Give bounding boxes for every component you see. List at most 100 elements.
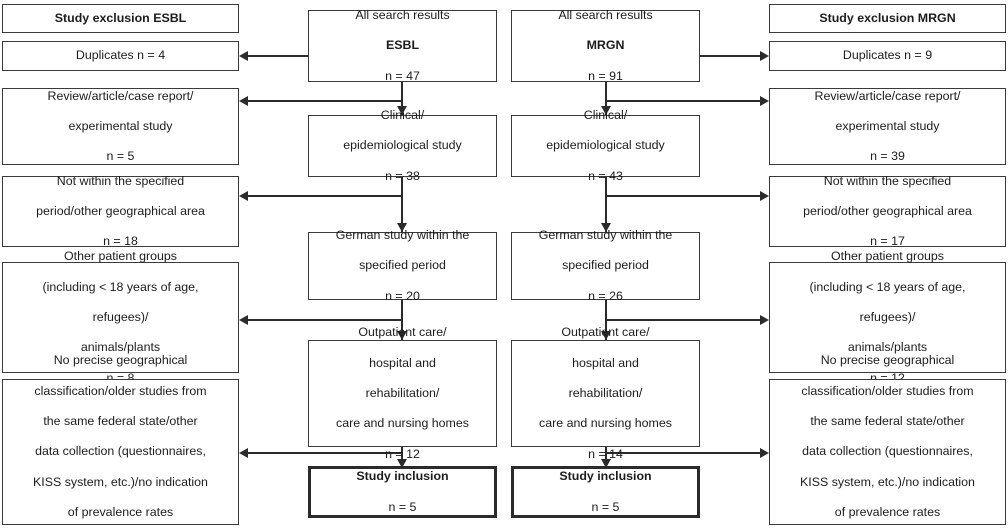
mrgn-exclusion-duplicates: Duplicates n = 9 xyxy=(769,41,1006,71)
esbl-exclusion-no-precise-classification: No precise geographical classification/o… xyxy=(2,353,239,525)
connector-mrgn-no-precise-classification xyxy=(605,452,760,454)
esbl-exclusion-not-within-period: Not within the specified period/other ge… xyxy=(2,173,239,248)
esbl-exclusion-other-patient-groups-line4: animals/plants xyxy=(80,340,161,355)
mrgn-exclusion-other-patient-groups-line4: animals/plants xyxy=(847,340,928,355)
connector-mrgn-setting-to-inclusion xyxy=(605,447,607,469)
arrowhead-esbl-inclusion xyxy=(396,459,407,468)
mrgn-clinical-line3: n = 43 xyxy=(588,168,623,183)
connector-mrgn-not-within-period xyxy=(605,195,760,197)
esbl-exclusion-not-within-period-line1: Not within the specified xyxy=(56,173,185,188)
mrgn-exclusion-other-patient-groups-line2: (including < 18 years of age, xyxy=(809,279,966,294)
arrowhead-esbl-german xyxy=(396,223,407,232)
esbl-exclusion-duplicates: Duplicates n = 4 xyxy=(2,41,239,71)
esbl-exclusion-other-patient-groups-line2: (including < 18 years of age, xyxy=(42,279,199,294)
esbl-clinical-line1: Clinical/ xyxy=(380,108,425,122)
mrgn-flow-setting: Outpatient care/ hospital and rehabilita… xyxy=(511,325,700,461)
esbl-flow-german-study: German study within the specified period… xyxy=(308,228,497,303)
mrgn-exclusion-other-patient-groups: Other patient groups (including < 18 yea… xyxy=(769,249,1006,385)
esbl-search-results-line3: n = 47 xyxy=(385,68,420,83)
mrgn-german-line1: German study within the xyxy=(538,228,673,242)
mrgn-inclusion-line1: Study inclusion xyxy=(559,469,652,484)
exclusion-header-mrgn: Study exclusion MRGN xyxy=(769,4,1006,33)
connector-mrgn-review xyxy=(605,100,760,102)
esbl-setting-line1: Outpatient care/ xyxy=(358,325,447,340)
arrowhead-mrgn-no-precise-classification xyxy=(760,447,769,458)
connector-esbl-review xyxy=(248,100,402,102)
connector-esbl-clinical-to-german xyxy=(401,177,403,232)
esbl-clinical-line2: epidemiological study xyxy=(343,138,462,153)
arrowhead-esbl-other-patient-groups xyxy=(239,314,248,325)
connector-mrgn-search-to-clinical xyxy=(605,82,607,115)
exclusion-header-esbl-label: Study exclusion ESBL xyxy=(54,10,187,25)
connector-esbl-duplicates xyxy=(248,55,308,57)
esbl-setting-line4: care and nursing homes xyxy=(336,416,469,431)
esbl-german-line2: specified period xyxy=(359,258,446,273)
esbl-exclusion-review-line2: experimental study xyxy=(68,118,173,133)
arrowhead-mrgn-setting xyxy=(600,331,611,340)
connector-esbl-not-within-period xyxy=(248,195,402,197)
mrgn-german-line2: specified period xyxy=(562,258,649,273)
esbl-exclusion-no-precise-line3: the same federal state/other xyxy=(43,414,198,428)
esbl-inclusion-line2: n = 5 xyxy=(388,499,417,514)
mrgn-flow-clinical: Clinical/ epidemiological study n = 43 xyxy=(511,108,700,183)
mrgn-exclusion-no-precise-line4: data collection (questionnaires, xyxy=(802,444,973,459)
connector-esbl-no-precise-classification xyxy=(248,452,402,454)
mrgn-flow-study-inclusion: Study inclusion n = 5 xyxy=(511,466,700,518)
arrowhead-esbl-setting xyxy=(396,331,407,340)
arrowhead-mrgn-clinical xyxy=(600,106,611,115)
arrowhead-mrgn-german xyxy=(600,223,611,232)
esbl-exclusion-duplicates-line1: Duplicates n = 4 xyxy=(75,48,166,63)
esbl-flow-study-inclusion: Study inclusion n = 5 xyxy=(308,466,497,518)
esbl-exclusion-other-patient-groups-line5: n = 8 xyxy=(106,370,135,385)
esbl-setting-line3: rehabilitation/ xyxy=(365,385,440,400)
mrgn-search-results-line2: MRGN xyxy=(586,38,625,53)
mrgn-exclusion-no-precise-line6: of prevalence rates xyxy=(834,505,941,520)
mrgn-exclusion-not-within-period-line1: Not within the specified xyxy=(823,173,952,188)
mrgn-inclusion-line2: n = 5 xyxy=(591,499,620,514)
mrgn-flow-german-study: German study within the specified period… xyxy=(511,228,700,303)
mrgn-exclusion-no-precise-line5: KISS system, etc.)/no indication xyxy=(800,474,975,489)
mrgn-setting-line2: hospital and xyxy=(572,355,639,370)
esbl-exclusion-review-line3: n = 5 xyxy=(106,149,135,164)
mrgn-exclusion-other-patient-groups-line3: refugees)/ xyxy=(859,309,916,324)
esbl-flow-clinical: Clinical/ epidemiological study n = 38 xyxy=(308,108,497,183)
mrgn-search-results-line3: n = 91 xyxy=(588,68,623,83)
connector-esbl-other-patient-groups xyxy=(248,319,402,321)
arrowhead-mrgn-duplicates xyxy=(760,50,769,61)
mrgn-exclusion-duplicates-line1: Duplicates n = 9 xyxy=(842,48,933,63)
mrgn-exclusion-not-within-period-line2: period/other geographical area xyxy=(803,203,972,218)
mrgn-exclusion-no-precise-line2: classification/older studies from xyxy=(801,383,974,398)
esbl-flow-setting: Outpatient care/ hospital and rehabilita… xyxy=(308,325,497,461)
arrowhead-mrgn-inclusion xyxy=(600,459,611,468)
mrgn-exclusion-review: Review/article/case report/ experimental… xyxy=(769,88,1006,165)
esbl-inclusion-line1: Study inclusion xyxy=(356,469,449,484)
mrgn-setting-line4: care and nursing homes xyxy=(539,416,672,431)
mrgn-search-results-line1: All search results xyxy=(558,8,653,22)
mrgn-clinical-line1: Clinical/ xyxy=(583,108,628,122)
connector-mrgn-other-patient-groups xyxy=(605,319,760,321)
connector-mrgn-duplicates xyxy=(700,55,760,57)
esbl-setting-line2: hospital and xyxy=(369,355,436,370)
arrowhead-esbl-no-precise-classification xyxy=(239,447,248,458)
mrgn-flow-search-results: All search results MRGN n = 91 xyxy=(511,8,700,83)
esbl-exclusion-no-precise-line6: of prevalence rates xyxy=(67,505,174,520)
esbl-german-line1: German study within the xyxy=(335,228,470,242)
mrgn-exclusion-no-precise-classification: No precise geographical classification/o… xyxy=(769,353,1006,525)
exclusion-header-esbl: Study exclusion ESBL xyxy=(2,4,239,33)
mrgn-exclusion-other-patient-groups-line1: Other patient groups xyxy=(831,249,944,264)
arrowhead-esbl-duplicates xyxy=(239,50,248,61)
connector-esbl-setting-to-inclusion xyxy=(401,447,403,469)
connector-esbl-search-to-clinical xyxy=(401,82,403,115)
esbl-exclusion-other-patient-groups-line1: Other patient groups xyxy=(64,249,177,264)
mrgn-exclusion-no-precise-line3: the same federal state/other xyxy=(810,414,965,428)
esbl-exclusion-no-precise-line5: KISS system, etc.)/no indication xyxy=(33,474,208,489)
arrowhead-mrgn-other-patient-groups xyxy=(760,314,769,325)
mrgn-setting-line1: Outpatient care/ xyxy=(561,325,650,340)
mrgn-exclusion-review-line2: experimental study xyxy=(835,118,940,133)
arrowhead-mrgn-review xyxy=(760,95,769,106)
arrowhead-esbl-review xyxy=(239,95,248,106)
esbl-exclusion-review-line1: Review/article/case report/ xyxy=(47,88,194,103)
esbl-exclusion-other-patient-groups-line3: refugees)/ xyxy=(92,309,149,324)
esbl-german-line3: n = 20 xyxy=(385,288,420,303)
